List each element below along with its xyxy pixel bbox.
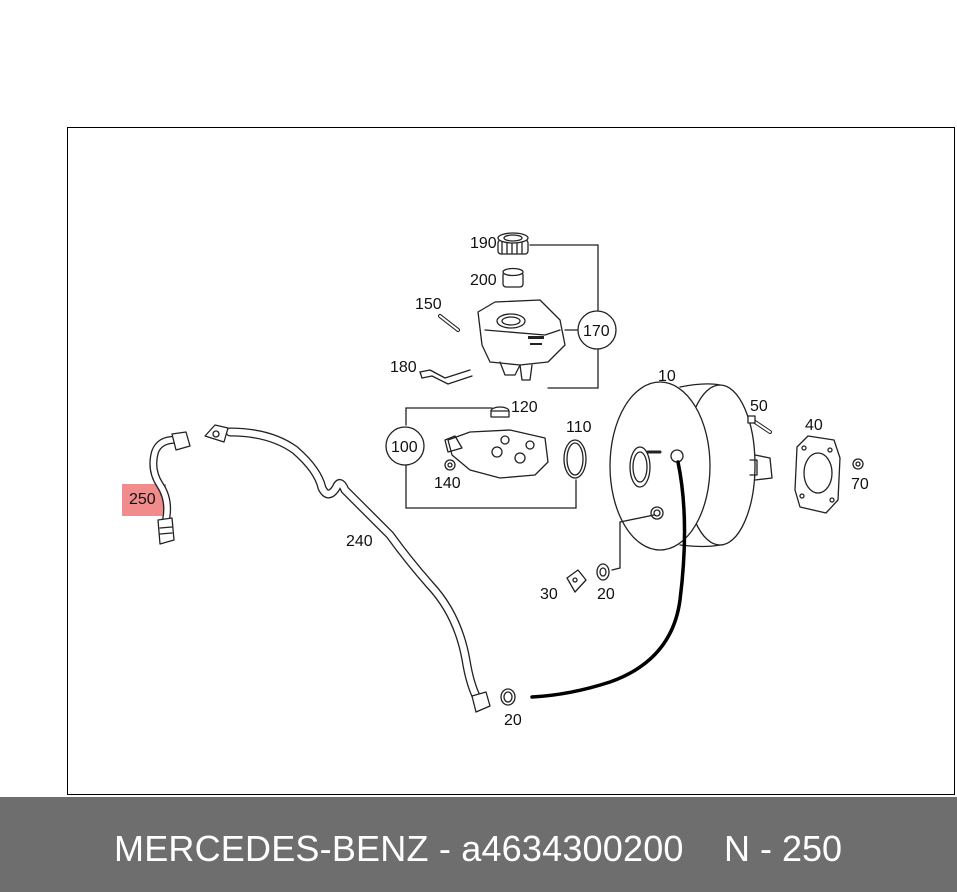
nut-140 — [444, 459, 456, 471]
callout-20-lower: 20 — [504, 712, 522, 729]
bracket-170 — [529, 244, 617, 389]
leader-30-20 — [611, 514, 655, 571]
reservoir-cap-190 — [497, 232, 529, 255]
strainer-200 — [502, 267, 524, 288]
footer-part-number: MERCEDES-BENZ - a4634300200 — [114, 828, 684, 869]
hose-250 — [149, 431, 191, 545]
seal-120 — [490, 406, 510, 418]
callout-240: 240 — [346, 533, 373, 550]
vacuum-line-240 — [204, 424, 491, 713]
clip-180 — [419, 369, 473, 385]
callout-150: 150 — [415, 296, 442, 313]
callout-30: 30 — [540, 586, 558, 603]
callout-200: 200 — [470, 272, 497, 289]
vacuum-hose-black — [530, 460, 687, 699]
callout-10: 10 — [658, 368, 676, 385]
footer-position-label: N - 250 — [724, 828, 843, 869]
callout-140: 140 — [434, 475, 461, 492]
callout-50: 50 — [750, 398, 768, 415]
callout-100: 100 — [391, 439, 418, 456]
callout-20-upper: 20 — [597, 586, 615, 603]
callout-120: 120 — [511, 399, 538, 416]
callout-180: 180 — [390, 359, 417, 376]
diagram-frame — [67, 127, 955, 795]
brake-booster-10 — [609, 381, 773, 551]
callout-190: 190 — [470, 235, 497, 252]
callout-40: 40 — [805, 417, 823, 434]
reservoir-body — [477, 299, 566, 381]
master-cylinder — [444, 429, 549, 479]
callout-170: 170 — [583, 323, 610, 340]
grommet-20-upper — [596, 563, 610, 581]
oring-110 — [563, 439, 587, 479]
grommet-20-lower — [500, 688, 516, 706]
pin-150 — [438, 314, 460, 332]
sensor-30 — [566, 569, 587, 593]
nut-70 — [852, 458, 864, 470]
callout-70: 70 — [851, 476, 869, 493]
callout-250: 250 — [129, 491, 156, 508]
bolt-50 — [747, 415, 772, 434]
gasket-40 — [794, 435, 841, 514]
bracket-100 — [385, 407, 577, 509]
footer-bar — [0, 797, 957, 892]
callout-110: 110 — [566, 419, 592, 436]
